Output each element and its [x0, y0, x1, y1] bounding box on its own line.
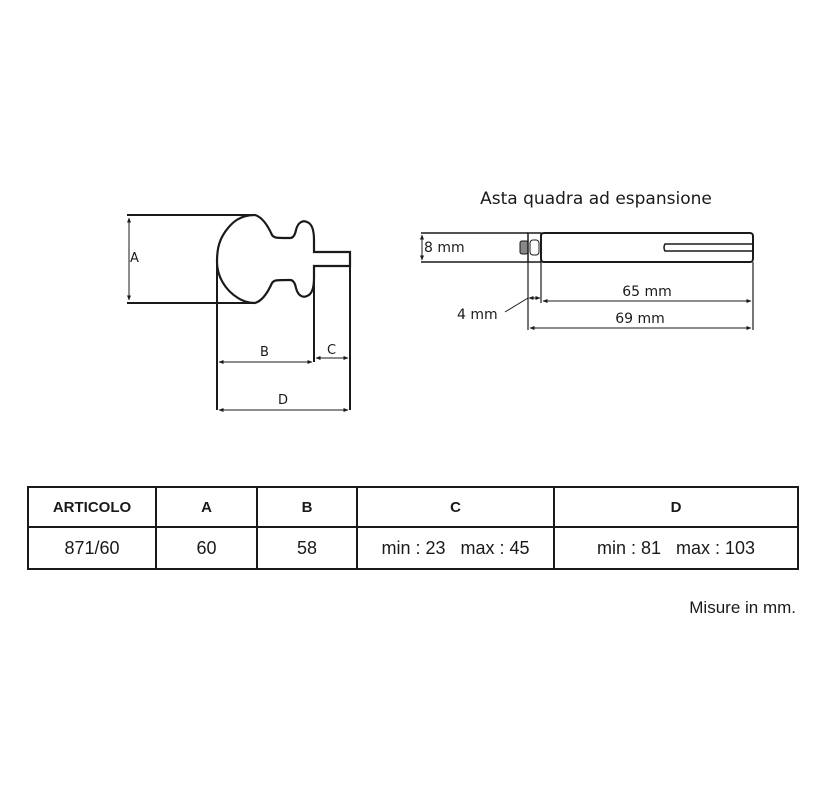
rod-diagram: [420, 232, 754, 330]
units-note: Misure in mm.: [689, 598, 796, 617]
header-d: D: [553, 486, 799, 528]
rod-thickness-label: 8 mm: [424, 240, 465, 256]
table-header-row: ARTICOLO A B C D: [27, 486, 799, 528]
knob-diagram: [127, 213, 352, 412]
cell-a: 60: [155, 526, 258, 570]
rod-total-length-label: 69 mm: [615, 311, 665, 327]
cell-b: 58: [256, 526, 358, 570]
cell-articolo: 871/60: [27, 526, 157, 570]
dim-label-a: A: [130, 251, 139, 266]
dim-label-b: B: [260, 345, 269, 360]
rod-title: Asta quadra ad espansione: [480, 189, 712, 209]
dim-label-c: C: [327, 343, 336, 358]
dimensions-table: ARTICOLO A B C D 871/60 60 58 min : 23 m…: [27, 486, 799, 570]
cell-d: min : 81 max : 103: [553, 526, 799, 570]
rod-length-label: 65 mm: [622, 284, 672, 300]
dim-label-d: D: [278, 393, 288, 408]
header-b: B: [256, 486, 358, 528]
header-articolo: ARTICOLO: [27, 486, 157, 528]
rod-nut-label: 4 mm: [457, 307, 498, 323]
technical-drawing: A B C D Asta quadra ad espansione 8 mm 4…: [127, 189, 754, 412]
table-row: 871/60 60 58 min : 23 max : 45 min : 81 …: [27, 526, 799, 570]
header-a: A: [155, 486, 258, 528]
cell-c: min : 23 max : 45: [356, 526, 555, 570]
header-c: C: [356, 486, 555, 528]
